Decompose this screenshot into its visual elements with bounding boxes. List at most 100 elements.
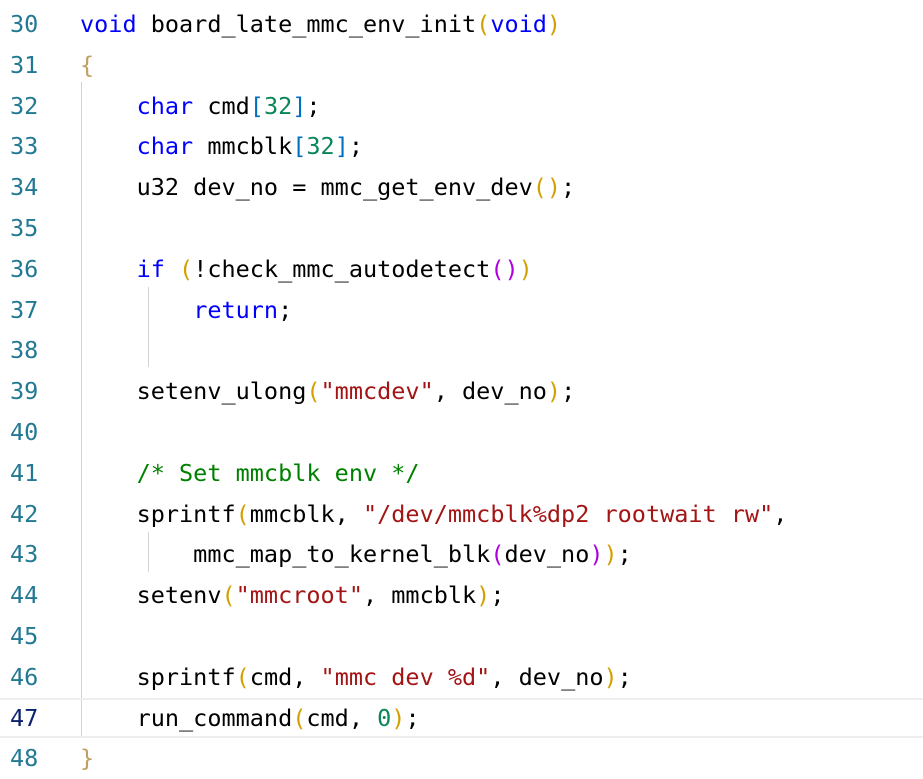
- code-text: return;: [80, 290, 292, 331]
- code-line[interactable]: 42 sprintf(mmcblk, "/dev/mmcblk%dp2 root…: [0, 494, 923, 535]
- code-token: ;: [561, 173, 576, 202]
- code-line[interactable]: 32 char cmd[32];: [0, 86, 923, 127]
- line-number: 43: [10, 540, 39, 569]
- code-token: run_command: [80, 703, 293, 732]
- line-number: 33: [10, 132, 39, 161]
- code-text: /* Set mmcblk env */: [80, 453, 420, 494]
- line-number: 41: [10, 458, 39, 487]
- code-token: if: [136, 254, 165, 283]
- code-token: [80, 255, 137, 283]
- code-token: ): [603, 540, 618, 569]
- code-token: (: [292, 703, 307, 732]
- code-line[interactable]: 40: [0, 412, 923, 453]
- code-token: cmd: [193, 91, 250, 120]
- code-token: (): [532, 173, 562, 202]
- line-number: 40: [10, 418, 39, 446]
- code-token: (: [221, 581, 236, 610]
- line-number: 42: [10, 499, 39, 528]
- line-number: 31: [10, 50, 39, 79]
- code-token: ]: [334, 132, 349, 161]
- code-text: char mmcblk[32];: [80, 126, 363, 167]
- code-token: (): [490, 254, 519, 283]
- code-line[interactable]: 37 return;: [0, 290, 923, 331]
- code-line[interactable]: 36 if (!check_mmc_autodetect()): [0, 249, 923, 290]
- code-token: [165, 255, 179, 283]
- code-token: cmd,: [249, 662, 321, 691]
- indent-guide: [148, 287, 149, 367]
- line-number: 47: [10, 703, 39, 732]
- code-text: setenv("mmcroot", mmcblk);: [80, 575, 505, 616]
- code-token: [80, 459, 137, 487]
- code-line[interactable]: 35: [0, 208, 923, 249]
- code-token: ;: [617, 540, 632, 569]
- code-token: 0: [377, 703, 392, 732]
- code-token: dev_no: [504, 540, 590, 569]
- code-token: (: [306, 377, 321, 406]
- code-token: 32: [263, 91, 293, 120]
- code-token: , mmcblk: [362, 581, 477, 610]
- code-text: mmc_map_to_kernel_blk(dev_no));: [80, 534, 632, 575]
- code-token: ;: [490, 581, 505, 610]
- code-line[interactable]: 44 setenv("mmcroot", mmcblk);: [0, 575, 923, 616]
- line-number: 48: [10, 744, 39, 773]
- code-text: sprintf(cmd, "mmc dev %d", dev_no);: [80, 657, 632, 698]
- code-token: [80, 132, 137, 160]
- code-text: u32 dev_no = mmc_get_env_dev();: [80, 167, 576, 208]
- line-number: 37: [10, 295, 39, 324]
- line-number: 46: [10, 662, 39, 691]
- code-token: (: [235, 662, 250, 691]
- code-token: board_late_mmc_env_init: [136, 10, 477, 38]
- code-token: ): [603, 662, 618, 691]
- code-token: mmc_map_to_kernel_blk: [80, 540, 491, 569]
- code-token: ): [518, 254, 533, 283]
- code-line[interactable]: 41 /* Set mmcblk env */: [0, 453, 923, 494]
- code-text: {: [80, 45, 94, 86]
- code-token: "mmc dev %d": [320, 662, 491, 691]
- code-token: , dev_no: [490, 662, 604, 691]
- code-token: 32: [306, 132, 335, 161]
- code-token: char: [136, 132, 194, 161]
- code-token: [: [292, 132, 307, 161]
- code-token: [: [249, 91, 264, 120]
- code-line[interactable]: 47 run_command(cmd, 0);: [0, 697, 923, 739]
- code-line[interactable]: 46 sprintf(cmd, "mmc dev %d", dev_no);: [0, 657, 923, 698]
- code-token: }: [80, 744, 95, 773]
- code-token: u32 dev_no = mmc_get_env_dev: [80, 173, 533, 202]
- code-line[interactable]: 34 u32 dev_no = mmc_get_env_dev();: [0, 167, 923, 208]
- code-token: ;: [306, 91, 321, 120]
- code-token: ;: [561, 377, 576, 406]
- code-token: (: [179, 254, 194, 283]
- code-line[interactable]: 33 char mmcblk[32];: [0, 126, 923, 167]
- code-line[interactable]: 48}: [0, 738, 923, 779]
- code-token: "/dev/mmcblk%dp2 rootwait rw": [362, 499, 774, 528]
- code-token: (: [490, 540, 505, 569]
- code-token: sprintf: [80, 662, 236, 691]
- line-number: 34: [10, 173, 39, 202]
- code-token: ,: [773, 499, 788, 528]
- line-number: 39: [10, 377, 39, 406]
- code-line[interactable]: 39 setenv_ulong("mmcdev", dev_no);: [0, 371, 923, 412]
- line-number: 36: [10, 254, 39, 283]
- code-token: , dev_no: [433, 377, 547, 406]
- code-line[interactable]: 43 mmc_map_to_kernel_blk(dev_no));: [0, 534, 923, 575]
- indent-guide: [148, 532, 149, 572]
- code-token: void: [490, 10, 547, 38]
- line-number: 45: [10, 622, 39, 650]
- code-token: sprintf: [80, 499, 236, 528]
- line-number: 44: [10, 581, 39, 610]
- code-text: sprintf(mmcblk, "/dev/mmcblk%dp2 rootwai…: [80, 494, 788, 535]
- code-line[interactable]: 45: [0, 616, 923, 657]
- code-token: "mmcroot": [235, 581, 363, 610]
- code-line[interactable]: 31 {: [0, 45, 923, 86]
- code-token: return: [193, 295, 279, 324]
- code-text: setenv_ulong("mmcdev", dev_no);: [80, 371, 576, 412]
- code-token: ): [476, 581, 491, 610]
- code-token: setenv: [80, 581, 222, 610]
- code-token: ]: [292, 91, 307, 120]
- code-token: (: [235, 499, 250, 528]
- indent-guide: [81, 82, 82, 736]
- code-line[interactable]: 38: [0, 330, 923, 371]
- code-token: ): [391, 703, 406, 732]
